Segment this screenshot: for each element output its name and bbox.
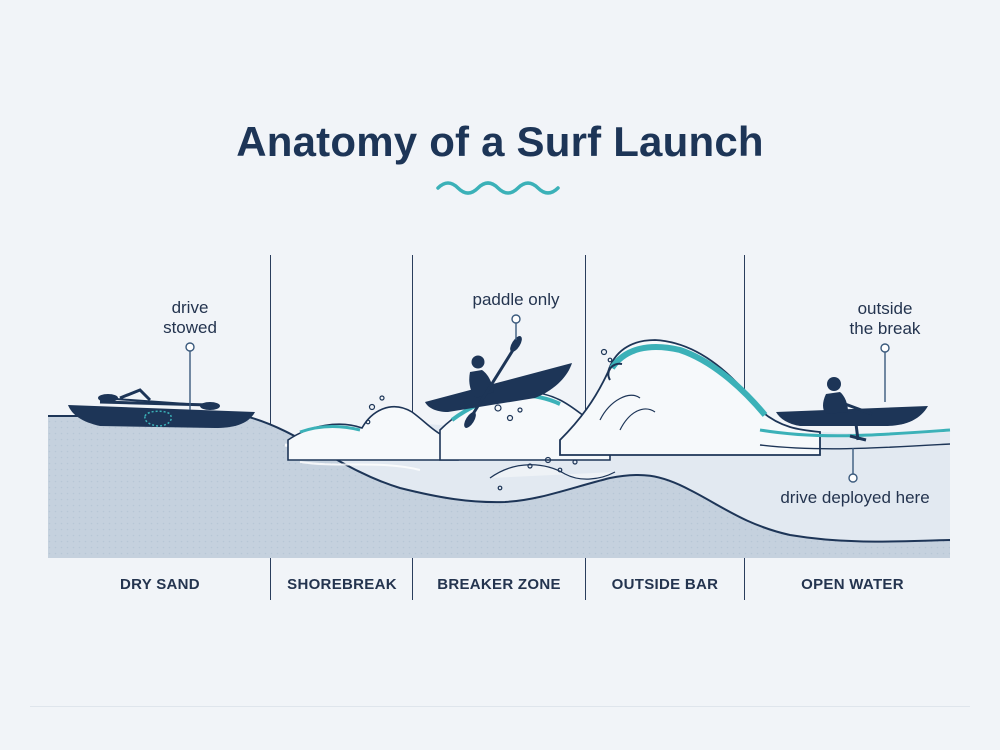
callout-drive-stowed: drive stowed <box>140 298 240 338</box>
stowed-drive-outline <box>144 410 172 427</box>
zone-label-shorebreak: SHOREBREAK <box>287 576 397 593</box>
callout-outside-break-line1: outside <box>857 299 913 318</box>
zone-label-outside-bar: OUTSIDE BAR <box>611 576 719 593</box>
footer-divider <box>30 706 970 707</box>
callout-pointers <box>185 314 890 483</box>
callout-paddle-only: paddle only <box>472 290 560 309</box>
spray-droplets <box>365 348 613 491</box>
shorebreak-wave <box>287 406 459 461</box>
seabed-outline <box>48 415 951 543</box>
zone-label-breaker-zone: BREAKER ZONE <box>437 576 561 593</box>
kayak-open-water <box>776 377 928 442</box>
kayak-on-sand <box>68 388 255 428</box>
callout-drive-stowed-line2: stowed <box>163 318 217 337</box>
zone-label-dry-sand: DRY SAND <box>120 576 200 593</box>
callout-drive-stowed-line1: drive <box>171 298 209 317</box>
callout-outside-break: outside the break <box>825 299 945 339</box>
callout-outside-break-line2: the break <box>849 319 921 338</box>
wave-squiggle-icon <box>436 181 560 195</box>
callout-drive-deployed: drive deployed here <box>780 488 930 507</box>
page-title: Anatomy of a Surf Launch <box>236 118 764 165</box>
zone-label-open-water: OPEN WATER <box>801 576 904 593</box>
kayak-breaker <box>425 336 572 428</box>
curling-wave <box>559 339 821 456</box>
